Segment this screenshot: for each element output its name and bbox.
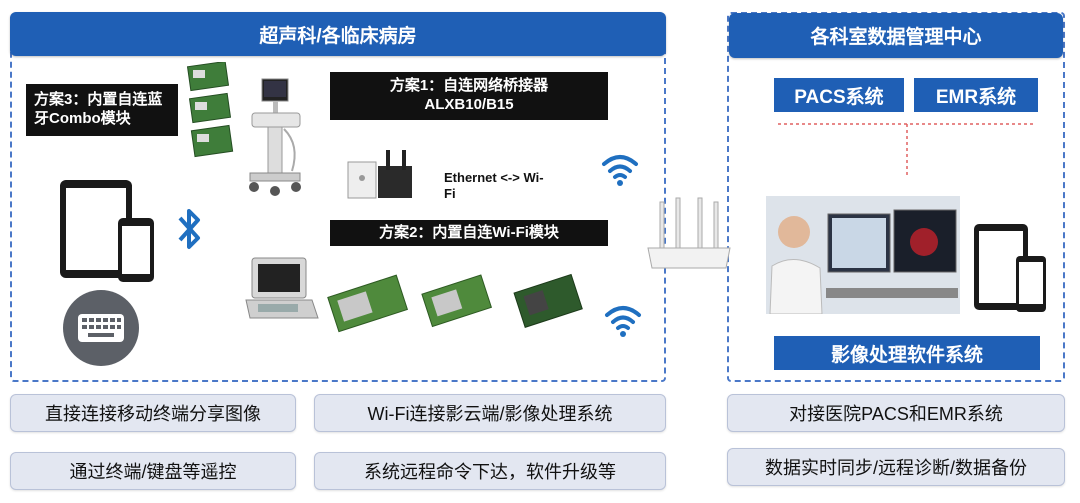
router-image <box>647 197 731 269</box>
bluetooth-icon <box>178 209 200 249</box>
pacs-emr-box: 对接医院PACS和EMR系统 <box>727 394 1065 432</box>
wifi-icon <box>602 155 638 186</box>
ultrasound-cart-image <box>249 78 301 196</box>
wifi-cloud-box: Wi-Fi连接影云端/影像处理系统 <box>314 394 666 432</box>
plan3-label: 方案3：内置自连蓝 牙Combo模块 <box>26 84 178 136</box>
plan2-label: 方案2：内置自连Wi-Fi模块 <box>330 220 608 246</box>
emr-system-tag: EMR系统 <box>914 78 1038 112</box>
remote-control-box: 通过终端/键盘等遥控 <box>10 452 296 490</box>
wifi-icon <box>605 306 641 337</box>
ethernet-wifi-text: Ethernet <-> Wi- Fi <box>444 170 544 201</box>
portable-ultrasound-image <box>245 257 319 319</box>
remote-command-box: 系统远程命令下达，软件升级等 <box>314 452 666 490</box>
clinical-ward-title: 超声科/各临床病房 <box>10 12 666 56</box>
image-software-tag: 影像处理软件系统 <box>774 336 1040 370</box>
data-center-title: 各科室数据管理中心 <box>729 13 1063 58</box>
wifi-modules-image <box>327 273 583 333</box>
plan1-label: 方案1：自连网络桥接器 ALXB10/B15 <box>330 72 608 120</box>
network-bridge-image <box>347 150 412 199</box>
keyboard-icon <box>63 290 139 366</box>
tablet-phone-image <box>60 180 154 282</box>
data-sync-box: 数据实时同步/远程诊断/数据备份 <box>727 448 1065 486</box>
bluetooth-modules-image <box>186 62 234 158</box>
pacs-system-tag: PACS系统 <box>774 78 904 112</box>
connector-lines <box>778 123 1036 176</box>
share-images-box: 直接连接移动终端分享图像 <box>10 394 296 432</box>
tablet-phone-image <box>974 224 1046 312</box>
doctor-workstation-image <box>766 196 960 314</box>
